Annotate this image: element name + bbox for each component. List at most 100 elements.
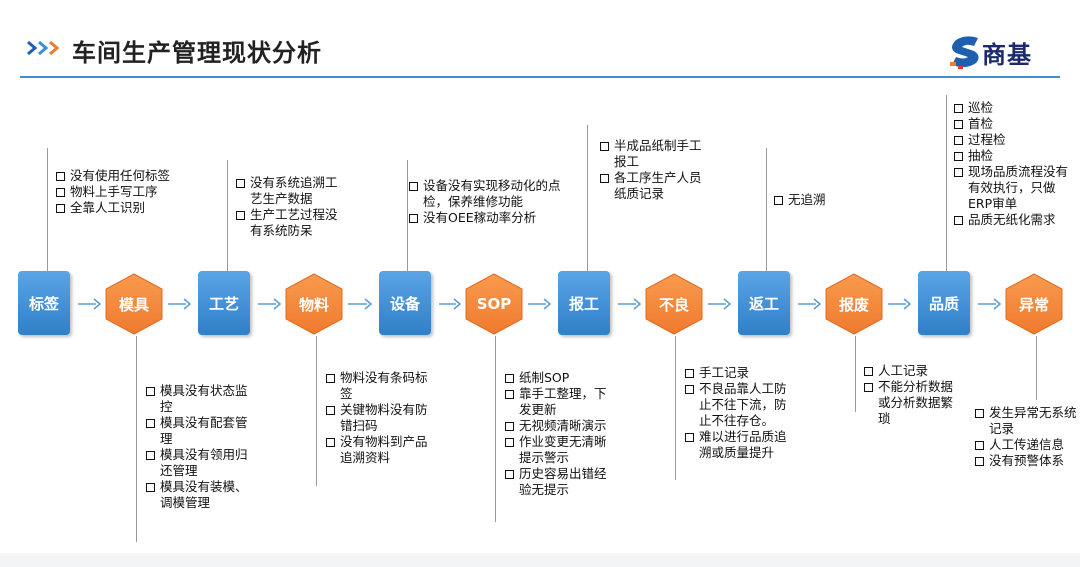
note-item: 抽检 <box>954 148 1079 164</box>
note-item: 关键物料没有防错扫码 <box>326 402 436 434</box>
step-notes-7: 半成品纸制手工报工各工序生产人员纸质记录 <box>600 138 710 202</box>
note-item: 首检 <box>954 116 1079 132</box>
step-node-1: 标签 <box>18 271 70 335</box>
leader-line <box>407 160 408 272</box>
step-label: 不良 <box>658 295 689 314</box>
note-item: 靠手工整理，下发更新 <box>505 386 615 418</box>
step-label: 工艺 <box>208 294 239 313</box>
note-item: 没有OEE稼动率分析 <box>409 210 569 226</box>
step-node-5: 设备 <box>379 271 431 335</box>
leader-line <box>675 336 676 480</box>
note-item: 模具没有装模、调模管理 <box>146 479 256 511</box>
note-item: 作业变更无清晰提示警示 <box>505 434 615 466</box>
step-notes-9: 无追溯 <box>774 192 884 208</box>
step-node-8: 不良 <box>644 273 704 335</box>
step-node-9: 返工 <box>738 271 790 335</box>
hexagon-shape <box>285 273 343 335</box>
note-item: 物料上手写工序 <box>56 184 196 200</box>
note-item: 品质无纸化需求 <box>954 212 1079 228</box>
flow-arrow <box>978 298 1002 310</box>
note-item: 发生异常无系统记录 <box>975 405 1077 437</box>
note-item: 模具没有状态监控 <box>146 383 256 415</box>
note-item: 无追溯 <box>774 192 884 208</box>
leader-line <box>316 336 317 486</box>
note-item: 过程检 <box>954 132 1079 148</box>
note-item: 无视频清晰演示 <box>505 418 615 434</box>
step-node-11: 品质 <box>918 271 970 335</box>
step-notes-2: 模具没有状态监控模具没有配套管理模具没有领用归还管理模具没有装模、调模管理 <box>146 383 256 511</box>
note-item: 不能分析数据或分析数据繁琐 <box>864 379 959 427</box>
leader-line <box>766 148 767 272</box>
step-label: 标签 <box>28 294 59 313</box>
note-item: 模具没有配套管理 <box>146 415 256 447</box>
leader-line <box>855 336 856 412</box>
note-item: 没有系统追溯工艺生产数据 <box>236 175 346 207</box>
hexagon-shape <box>105 273 163 335</box>
step-node-2: 模具 <box>104 273 164 335</box>
step-notes-11: 巡检首检过程检抽检现场品质流程没有有效执行，只做ERP审单品质无纸化需求 <box>954 100 1079 228</box>
note-item: 各工序生产人员纸质记录 <box>600 170 710 202</box>
footer-band <box>0 553 1080 567</box>
step-node-10: 报废 <box>824 273 884 335</box>
step-notes-1: 没有使用任何标签物料上手写工序全靠人工识别 <box>56 168 196 216</box>
leader-line <box>136 336 137 542</box>
flow-arrow <box>78 298 102 310</box>
step-node-3: 工艺 <box>198 271 250 335</box>
leader-line <box>946 95 947 272</box>
step-label: SOP <box>476 295 512 313</box>
flow-arrow <box>798 298 822 310</box>
note-item: 难以进行品质追溯或质量提升 <box>685 429 795 461</box>
step-label: 物料 <box>298 295 329 314</box>
chevrons-icon <box>27 40 60 56</box>
step-notes-4: 物料没有条码标签关键物料没有防错扫码没有物料到产品追溯资料 <box>326 370 436 466</box>
logo-icon <box>950 36 979 69</box>
logo-text: 商基 <box>982 41 1032 69</box>
hexagon-shape <box>1005 273 1063 335</box>
step-label: 设备 <box>389 294 420 313</box>
hexagon-shape <box>825 273 883 335</box>
note-item: 巡检 <box>954 100 1079 116</box>
flow-arrow <box>888 298 912 310</box>
step-node-6: SOP <box>464 273 524 335</box>
leader-line <box>1036 336 1037 400</box>
note-item: 人工记录 <box>864 363 959 379</box>
step-notes-8: 手工记录不良品靠人工防止不往下流，防止不往存仓。难以进行品质追溯或质量提升 <box>685 365 795 461</box>
note-item: 没有物料到产品追溯资料 <box>326 434 436 466</box>
leader-line <box>47 148 48 272</box>
step-label: 报工 <box>568 294 599 313</box>
leader-line <box>495 336 496 522</box>
step-node-7: 报工 <box>558 271 610 335</box>
step-label: 品质 <box>928 294 959 313</box>
page-title: 车间生产管理现状分析 <box>72 39 322 67</box>
step-node-12: 异常 <box>1004 273 1064 335</box>
note-item: 生产工艺过程没有系统防呆 <box>236 207 346 239</box>
flow-arrow <box>439 298 462 310</box>
note-item: 模具没有领用归还管理 <box>146 447 256 479</box>
header-divider <box>20 76 1060 78</box>
hexagon-shape <box>465 273 523 335</box>
flow-arrow <box>258 298 282 310</box>
step-label: 报废 <box>838 295 869 314</box>
note-item: 物料没有条码标签 <box>326 370 436 402</box>
step-notes-3: 没有系统追溯工艺生产数据生产工艺过程没有系统防呆 <box>236 175 346 239</box>
hexagon-shape <box>645 273 703 335</box>
step-notes-5: 设备没有实现移动化的点检，保养维修功能没有OEE稼动率分析 <box>409 178 569 226</box>
note-item: 历史容易出错经验无提示 <box>505 466 615 498</box>
flow-arrow <box>708 298 732 310</box>
note-item: 现场品质流程没有有效执行，只做ERP审单 <box>954 164 1079 212</box>
note-item: 没有使用任何标签 <box>56 168 196 184</box>
step-notes-10: 人工记录不能分析数据或分析数据繁琐 <box>864 363 959 427</box>
leader-line <box>587 125 588 272</box>
note-item: 手工记录 <box>685 365 795 381</box>
note-item: 不良品靠人工防止不往下流，防止不往存仓。 <box>685 381 795 429</box>
step-node-4: 物料 <box>284 273 344 335</box>
flow-arrow <box>168 298 192 310</box>
note-item: 没有预警体系 <box>975 453 1077 469</box>
note-item: 纸制SOP <box>505 370 615 386</box>
note-item: 全靠人工识别 <box>56 200 196 216</box>
flow-arrow <box>618 298 642 310</box>
flow-arrow <box>528 298 552 310</box>
note-item: 半成品纸制手工报工 <box>600 138 710 170</box>
